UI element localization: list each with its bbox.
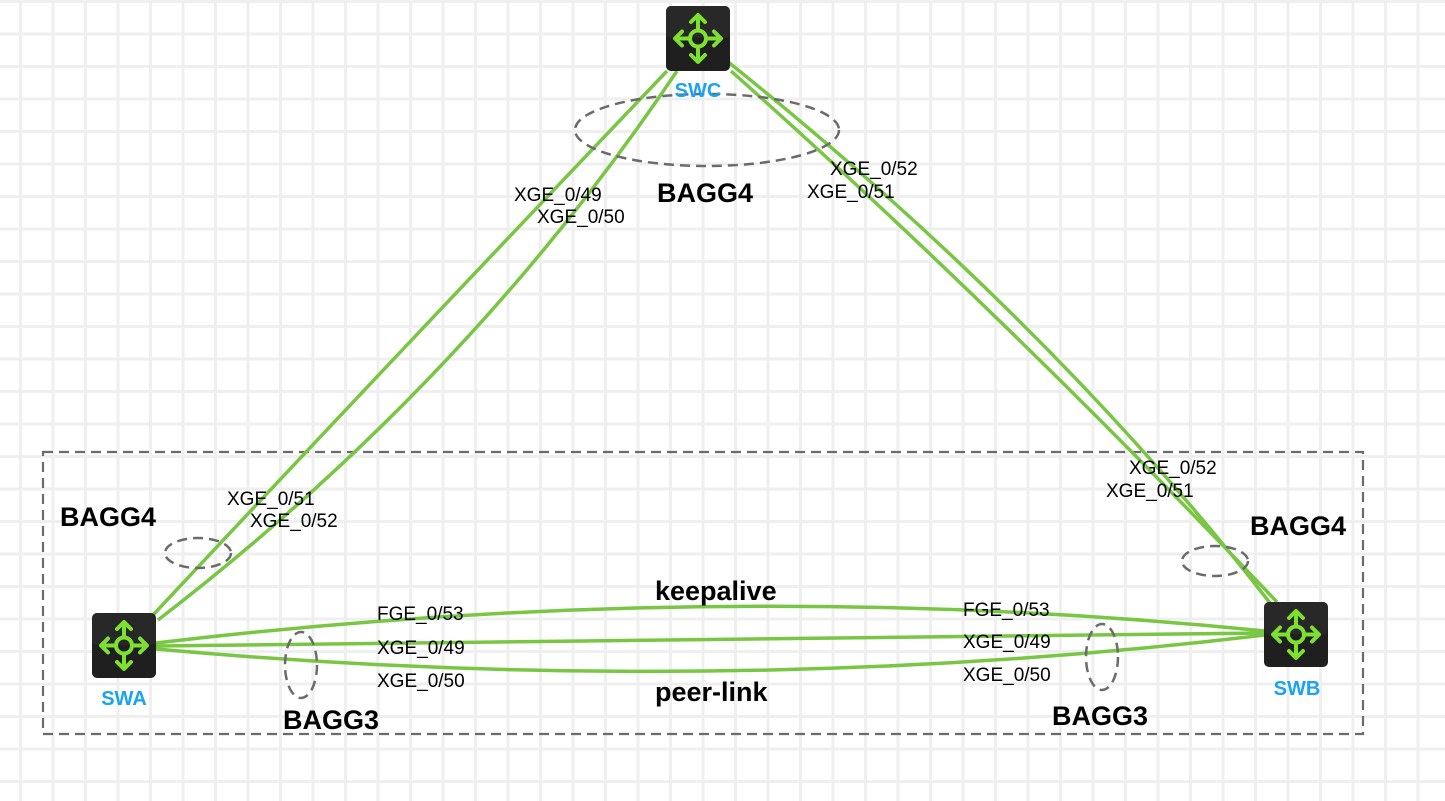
router-switch-icon [664, 4, 732, 73]
link-swc-swa-1[interactable] [151, 69, 669, 617]
bagg-label-swb-bagg4: BAGG4 [1250, 511, 1346, 541]
bagg-label-swc: BAGG4 [657, 178, 753, 208]
router-switch-icon [1262, 600, 1330, 669]
bagg-ellipse-swa-bagg4 [163, 536, 233, 570]
port-label: FGE_0/53 [963, 600, 1050, 621]
port-label: XGE_0/49 [963, 632, 1051, 653]
bagg-label-swb-bagg3: BAGG3 [1052, 701, 1148, 731]
mlag-group-box [41, 450, 1365, 736]
port-label: XGE_0/52 [830, 159, 918, 180]
bagg-ellipse-swa-bagg3 [283, 630, 319, 700]
peer-link-label: peer-link [655, 677, 769, 707]
port-label: XGE_0/52 [250, 511, 338, 532]
port-label: XGE_0/50 [537, 207, 625, 228]
router-switch-icon [90, 611, 158, 680]
port-label: XGE_0/52 [1129, 458, 1217, 479]
port-label: XGE_0/51 [227, 489, 315, 510]
link-swc-swb-2[interactable] [729, 69, 1279, 604]
port-label: FGE_0/53 [377, 604, 464, 625]
bagg-ellipse-swb-bagg4 [1180, 544, 1250, 578]
bagg-ellipse-swb-bagg3 [1084, 622, 1120, 692]
link-peer-2[interactable] [155, 633, 1266, 674]
port-label: XGE_0/49 [377, 638, 465, 659]
link-swc-swa-2[interactable] [156, 70, 679, 622]
link-peer-1[interactable] [155, 631, 1266, 648]
keepalive-label: keepalive [655, 576, 777, 606]
bagg-ellipse-swc [573, 92, 841, 168]
bagg-label-swa-bagg4: BAGG4 [60, 502, 156, 532]
bagg-label-swa-bagg3: BAGG3 [283, 705, 379, 735]
port-label: XGE_0/50 [963, 665, 1051, 686]
port-label: XGE_0/51 [1106, 481, 1194, 502]
node-label-swb: SWB [1274, 678, 1321, 700]
port-label: XGE_0/50 [377, 671, 465, 692]
port-label: XGE_0/49 [514, 185, 602, 206]
link-swc-swb-1[interactable] [725, 59, 1272, 605]
node-label-swc: SWC [675, 80, 722, 102]
device-swb[interactable] [1262, 600, 1330, 669]
port-label: XGE_0/51 [807, 182, 895, 203]
device-swa[interactable] [90, 611, 158, 680]
link-keepalive[interactable] [155, 604, 1266, 645]
device-swc[interactable] [664, 4, 732, 73]
node-label-swa: SWA [101, 688, 147, 710]
